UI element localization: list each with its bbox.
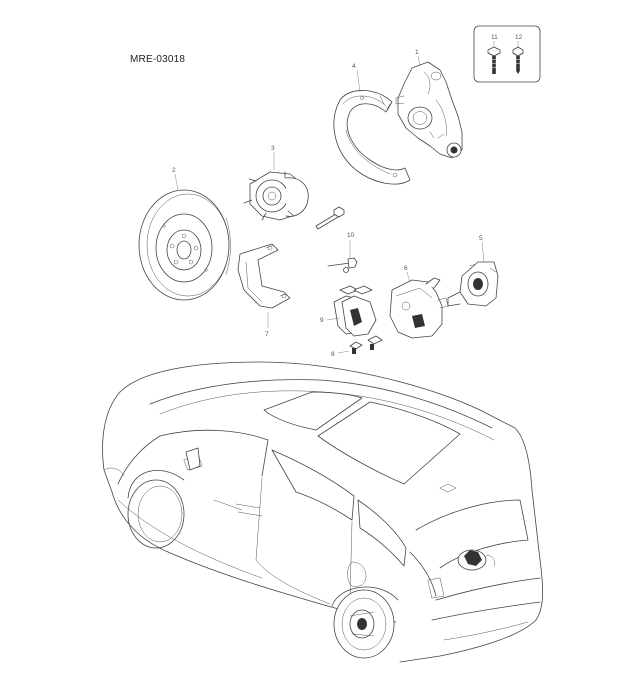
brake-pads xyxy=(333,285,377,337)
callout-6: 6 xyxy=(404,265,408,272)
brake-disc xyxy=(138,189,231,301)
wheel-hub xyxy=(243,171,309,221)
pad-clips xyxy=(349,335,383,354)
brake-caliper xyxy=(389,277,449,339)
fastener-box: 11 12 xyxy=(473,25,541,83)
steering-knuckle xyxy=(395,61,463,159)
caliper-bolt xyxy=(327,257,358,273)
callout-11: 11 xyxy=(491,34,498,41)
callout-1: 1 xyxy=(415,49,419,56)
diagram-code: MRE-03018 xyxy=(130,54,186,65)
callout-3: 3 xyxy=(271,145,275,152)
rear-wheel xyxy=(331,586,399,659)
dust-shield xyxy=(333,90,411,185)
callout-8: 8 xyxy=(331,351,335,358)
callout-2: 2 xyxy=(172,167,176,174)
bolt-11-icon xyxy=(487,46,501,74)
caliper-bracket xyxy=(237,243,291,309)
callout-12: 12 xyxy=(515,34,523,41)
callout-5: 5 xyxy=(479,235,483,242)
callout-7: 7 xyxy=(265,331,269,338)
callout-9: 9 xyxy=(320,317,324,324)
highlighted-brake-assembly xyxy=(457,549,495,571)
axle-bolt xyxy=(315,206,345,230)
vehicle-outline xyxy=(102,361,544,663)
bolt-12-icon xyxy=(512,46,524,74)
callout-4: 4 xyxy=(352,63,356,70)
parking-brake-actuator xyxy=(447,261,499,307)
front-wheel xyxy=(127,470,185,549)
callout-10: 10 xyxy=(347,232,355,239)
